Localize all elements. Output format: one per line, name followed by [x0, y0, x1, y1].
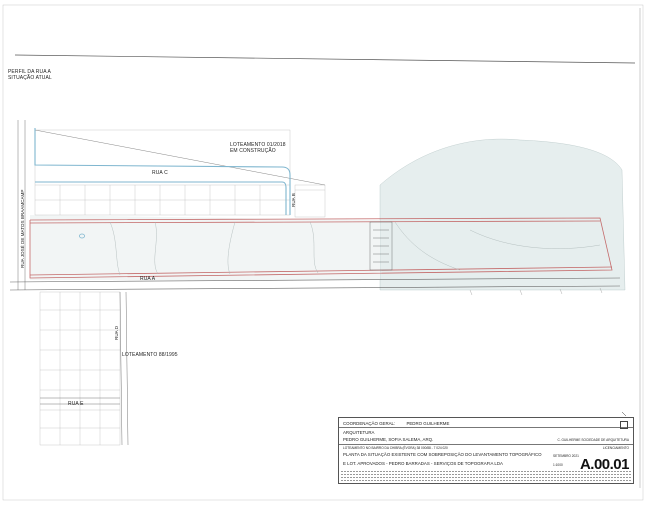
site-boundary: [29, 217, 613, 279]
profile-line: [14, 54, 636, 64]
water-lines: [34, 128, 291, 215]
drawing-date: SETEMBRO 2021: [553, 454, 579, 458]
fine-print: [341, 474, 631, 476]
rua-b-label: RUA B: [291, 193, 296, 207]
rua-e-road: [40, 397, 120, 405]
rua-e-label: RUA E: [68, 401, 84, 407]
coordination-name: PEDRO GUILHERME: [406, 421, 450, 426]
lot-under-construction-line1: LOTEAMENTO 01/2018: [230, 142, 286, 148]
discipline: ARQUITETURA: [343, 430, 375, 435]
lot-grid-north: [34, 129, 326, 218]
authors: PEDRO GUILHERME, SOFIA SALEMA, ARQ.: [343, 437, 434, 442]
drawing-title: PLANTA DA SITUAÇÃO EXISTENTE COM SOBREPO…: [343, 452, 542, 457]
survey-credit: E LOT. APROVADOS - PEDRO BARRADAS - SERV…: [343, 461, 503, 466]
project-reference: LOTEAMENTO NO BAIRRO DA CHIBRA (ÉVORA) 3…: [343, 446, 448, 450]
profile-subtitle: SITUAÇÃO ATUAL: [8, 75, 52, 81]
coordination-row: COORDENAÇÃO GERAL: PEDRO GUILHERME: [343, 421, 449, 426]
title-block: COORDENAÇÃO GERAL: PEDRO GUILHERME ARQUI…: [338, 417, 634, 484]
north-mark: [621, 411, 627, 417]
sheet-frame: [2, 4, 644, 501]
terrain-plot: [30, 215, 380, 280]
profile-title: PERFIL DA RUA A: [8, 69, 51, 75]
drawing-scale: 1:1000: [553, 463, 563, 467]
rua-jose-label: RUA JOSÉ DE MATOS BRAAMCAMP: [20, 189, 25, 268]
fine-print: [341, 480, 631, 482]
lot-grid-south: [39, 291, 121, 446]
north-boundary: [34, 129, 326, 186]
lot-existing-label: LOTEAMENTO 88/1995: [122, 352, 178, 358]
pond: [79, 233, 85, 239]
rua-d-label: RUA D: [114, 325, 119, 340]
terrain-area: [379, 138, 626, 291]
office-logo-icon: [620, 421, 628, 429]
rua-d-road: [119, 291, 129, 446]
rua-a-road: [9, 277, 621, 291]
coordination-label: COORDENAÇÃO GERAL:: [343, 421, 396, 426]
sheet-number: A.00.01: [579, 456, 630, 473]
fine-print: [341, 477, 631, 479]
rua-c-label: RUA C: [152, 170, 168, 176]
office-logo-text: C. GUILHERME SOCIEDADE DE ARQUITETURA: [557, 438, 629, 442]
tb-divider: [339, 427, 633, 428]
lot-under-construction-line2: EM CONSTRUÇÃO: [230, 148, 276, 154]
stair-structure: [369, 221, 393, 271]
west-road: [17, 120, 26, 290]
fine-print: [341, 471, 631, 473]
drawing-code: LICENCIAMENTO: [602, 446, 629, 450]
tb-divider: [339, 444, 633, 445]
rua-a-side-marks: [469, 287, 603, 296]
rua-a-label: RUA A: [140, 276, 156, 282]
